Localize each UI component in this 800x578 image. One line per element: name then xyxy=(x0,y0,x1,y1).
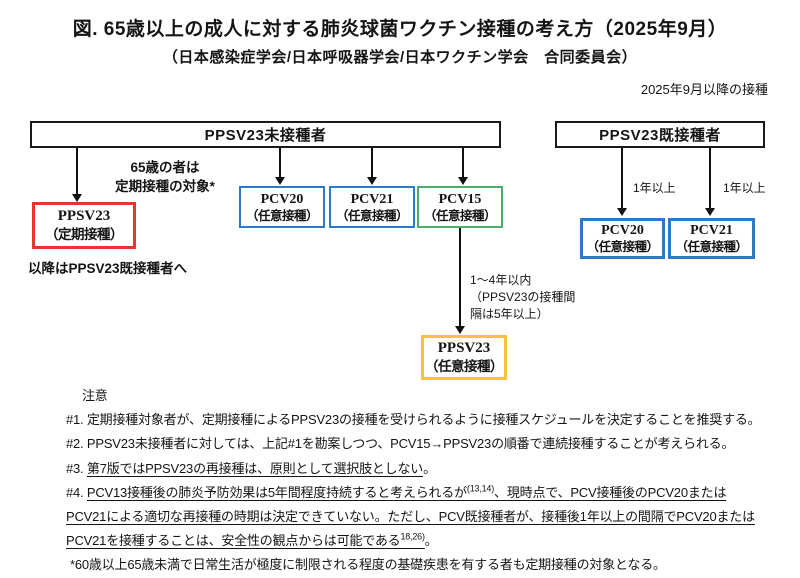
arrow-line-to-pcv20-left xyxy=(279,148,281,178)
unvaccinated-header-label: PPSV23未接種者 xyxy=(204,127,327,144)
arrow-head-pcv15-to-ppsv23-optional xyxy=(455,326,465,334)
arrow-head-to-pcv20-right xyxy=(617,208,627,216)
arrow-line-to-pcv15 xyxy=(462,148,464,178)
page-title: 図. 65歳以上の成人に対する肺炎球菌ワクチン接種の考え方（2025年9月） xyxy=(72,19,728,40)
interval-note-1to4-years: 1～4年以内 （PPSV23の接種間 隔は5年以上） xyxy=(470,272,575,323)
pcv21-right-type: （任意接種） xyxy=(675,240,748,254)
page-subtitle: （日本感染症学会/日本呼吸器学会/日本ワクチン学会 合同委員会） xyxy=(162,49,638,66)
interval-note-1year-right: 1年以上 xyxy=(723,181,766,195)
routine-target-note: 65歳の者は 定期接種の対象* xyxy=(92,158,238,196)
arrow-head-to-pcv20-left xyxy=(275,177,285,185)
reference-superscript-1: (13,14) xyxy=(466,483,495,494)
arrow-line-to-pcv21-right xyxy=(709,148,711,209)
note-4-line1: #4. PCV13接種後の肺炎予防効果は5年間程度持続すると考えられるが(13,… xyxy=(66,483,727,500)
arrow-line-to-pcv20-right xyxy=(621,148,623,209)
box-ppsv23-unvaccinated-header: PPSV23未接種者 xyxy=(30,121,501,148)
after-routine-note: 以降はPPSV23既接種者へ xyxy=(28,261,188,276)
arrow-head-to-pcv15 xyxy=(458,177,468,185)
arrow-line-pcv15-to-ppsv23-optional xyxy=(459,228,461,327)
routine-target-note-line1: 65歳の者は xyxy=(130,160,200,175)
pcv20-left-type: （任意接種） xyxy=(245,208,319,223)
note-2: #2. PPSV23未接種者に対しては、上記#1を勘案しつつ、PCV15→PPS… xyxy=(66,436,735,452)
box-ppsv23-routine: PPSV23 （定期接種） xyxy=(32,202,136,249)
box-pcv15: PCV15 （任意接種） xyxy=(417,186,503,228)
routine-target-note-line2: 定期接種の対象* xyxy=(115,179,215,194)
arrow-head-to-ppsv23-routine xyxy=(72,194,82,202)
note-3: #3. 第7版ではPPSV23の再接種は、原則として選択肢としない。 xyxy=(66,460,436,476)
pcv21-left-type: （任意接種） xyxy=(335,208,409,223)
note-4-line2: PCV21による適切な再接種の時期は決定できていない。ただし、PCV既接種者が、… xyxy=(66,509,755,525)
note-4-line3: PCV21を接種することは、安全性の観点からは可能である18,26)。 xyxy=(66,531,438,549)
box-pcv21-left: PCV21 （任意接種） xyxy=(329,186,415,228)
footnote-60-65: *60歳以上65歳未満で日常生活が極度に制限される程度の基礎疾患を有する者も定期… xyxy=(70,557,666,573)
box-pcv20-right: PCV20 （任意接種） xyxy=(580,218,665,259)
pcv20-left-name: PCV20 xyxy=(260,191,304,207)
pcv15-type: （任意接種） xyxy=(423,208,497,223)
interval-note-line1: 1～4年以内 xyxy=(470,273,532,287)
ppsv23-optional-type: （任意接種） xyxy=(425,359,504,374)
arrow-head-to-pcv21-left xyxy=(367,177,377,185)
arrow-head-to-pcv21-right xyxy=(705,208,715,216)
pcv20-right-type: （任意接種） xyxy=(586,240,659,254)
box-ppsv23-optional: PPSV23 （任意接種） xyxy=(421,335,507,380)
box-ppsv23-vaccinated-header: PPSV23既接種者 xyxy=(555,121,765,148)
note-1: #1. 定期接種対象者が、定期接種によるPPSV23の接種を受けられるように接種… xyxy=(66,412,761,428)
interval-note-line3: 隔は5年以上） xyxy=(470,307,549,321)
notes-heading: 注意 xyxy=(82,388,108,403)
interval-note-1year-left: 1年以上 xyxy=(633,181,676,195)
pcv15-name: PCV15 xyxy=(438,191,482,207)
interval-note-line2: （PPSV23の接種間 xyxy=(470,290,576,304)
notes-section: 注意 #1. 定期接種対象者が、定期接種によるPPSV23の接種を受けられるよう… xyxy=(66,384,782,578)
arrow-line-to-ppsv23-routine xyxy=(76,148,78,195)
pcv20-right-name: PCV20 xyxy=(601,223,644,238)
box-pcv20-left: PCV20 （任意接種） xyxy=(239,186,325,228)
pcv21-left-name: PCV21 xyxy=(350,191,394,207)
period-note: 2025年9月以降の接種 xyxy=(640,82,768,97)
box-pcv21-right: PCV21 （任意接種） xyxy=(668,218,755,259)
ppsv23-routine-type: （定期接種） xyxy=(45,227,124,242)
ppsv23-optional-name: PPSV23 xyxy=(437,340,491,356)
ppsv23-routine-name: PPSV23 xyxy=(57,208,111,224)
reference-superscript-2: 18,26) xyxy=(400,531,425,542)
arrow-line-to-pcv21-left xyxy=(371,148,373,178)
pcv21-right-name: PCV21 xyxy=(690,223,733,238)
vaccinated-header-label: PPSV23既接種者 xyxy=(599,127,721,144)
